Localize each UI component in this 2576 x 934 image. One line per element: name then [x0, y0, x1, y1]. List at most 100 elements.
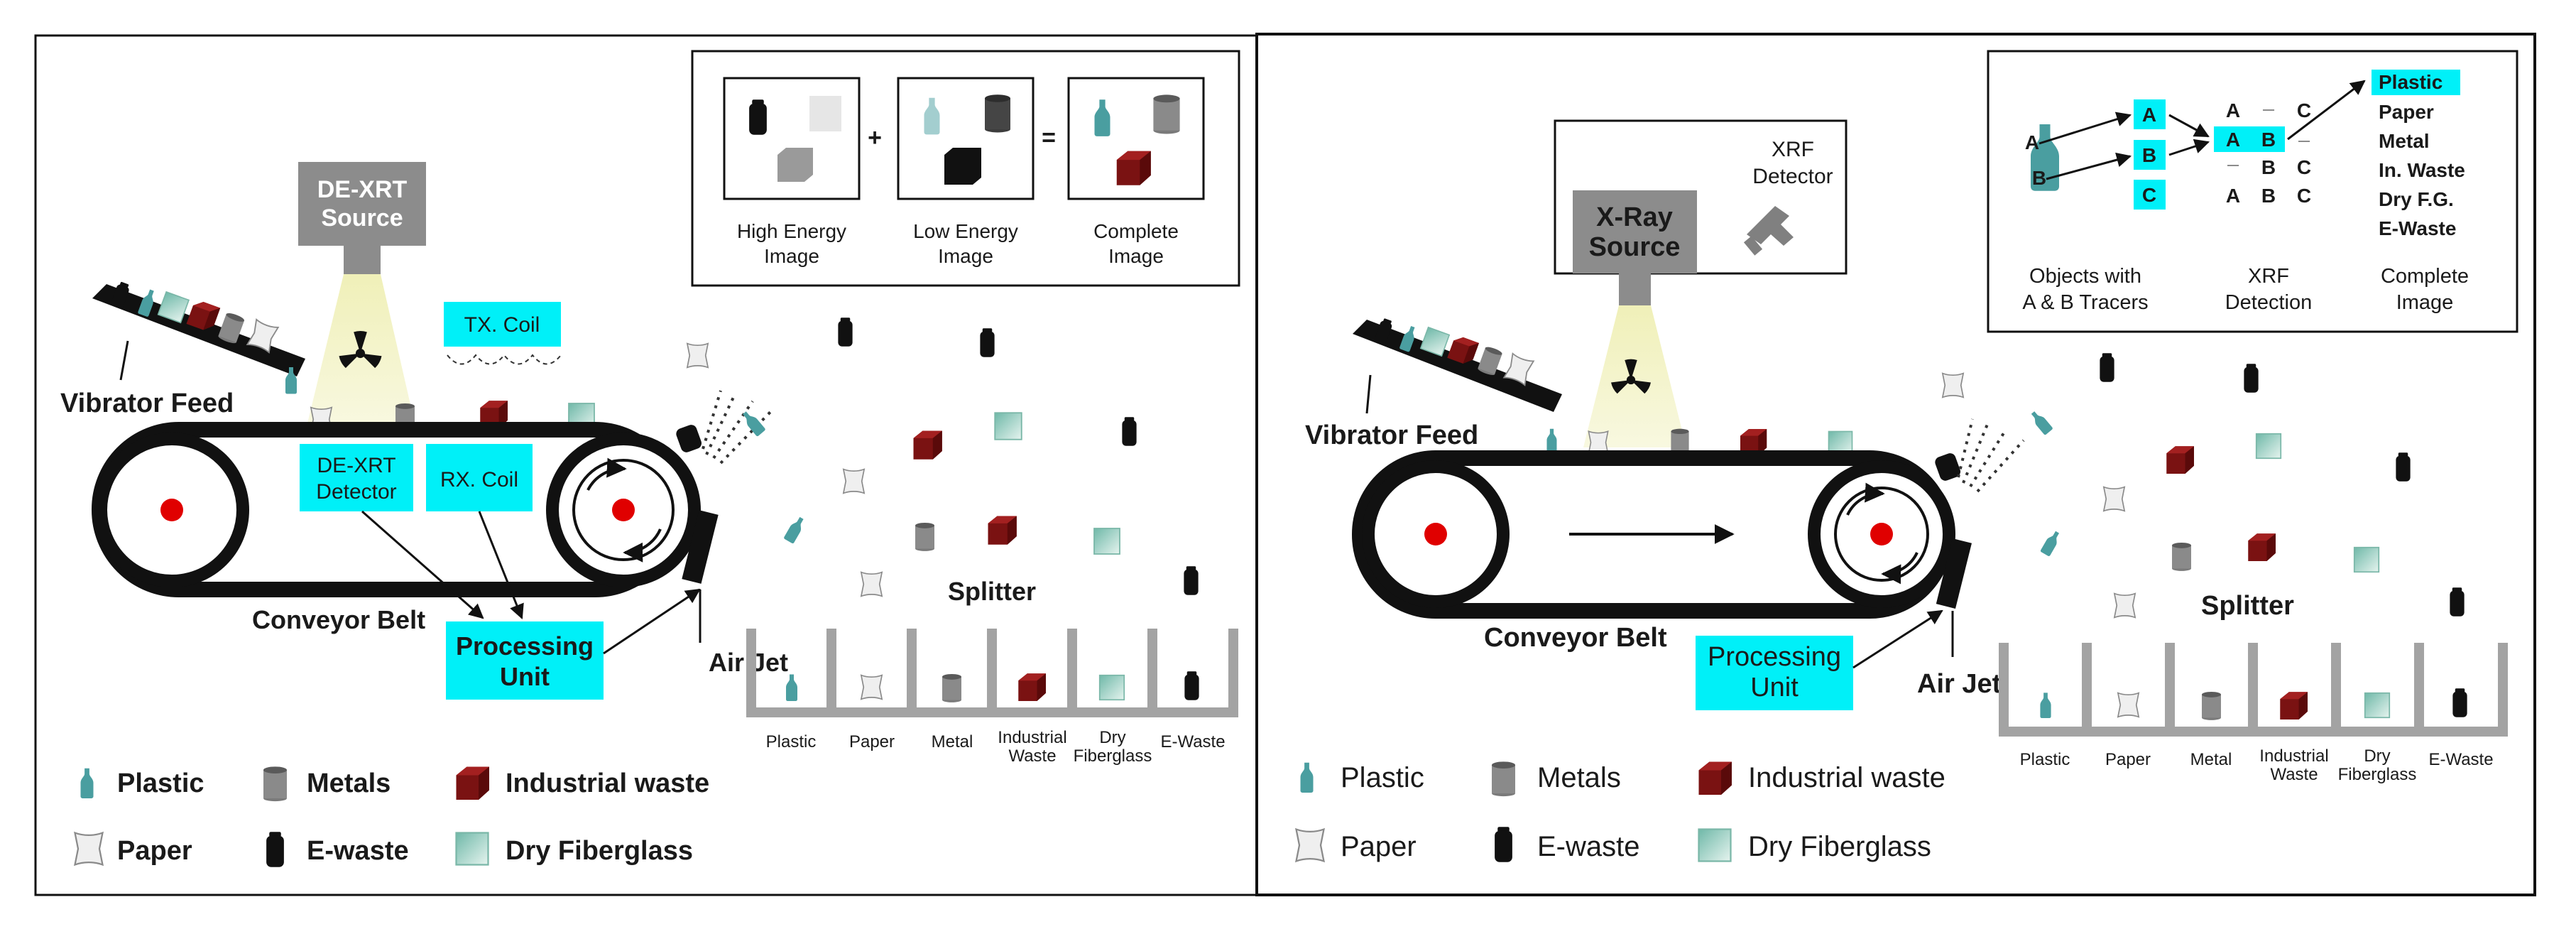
bin-label-plastic-right: Plastic	[2020, 750, 2070, 769]
low-energy-caption: Low Energy	[913, 220, 1018, 242]
tracer-b: B	[2142, 144, 2156, 166]
legend-metals-right: Metals	[1537, 762, 1621, 793]
xray-beam-right	[1583, 305, 1686, 447]
legend-industrial: Industrial waste	[506, 769, 709, 798]
vibrator-feed: Vibrator Feed	[60, 281, 305, 418]
legend-plastic-right: Plastic	[1341, 762, 1424, 793]
class-in-waste: In. Waste	[2379, 159, 2465, 181]
caption-xrf-1: XRF	[2248, 265, 2289, 288]
xray-source-assembly: X-Ray Source XRF Detector	[1554, 119, 1848, 447]
processing-label-1: Processing	[456, 631, 594, 661]
splitter-label: Splitter	[948, 577, 1036, 606]
source-label-line-2: Source	[321, 205, 403, 232]
air-jet-label-right: Air Jet	[1917, 669, 2002, 699]
det-r2-blank: _	[2298, 121, 2310, 143]
det-r1-blank: _	[2262, 90, 2274, 112]
vibrator-feed-right: Vibrator Feed	[1305, 317, 1562, 450]
detector-label-1: DE-XRT	[317, 454, 395, 477]
plus-sign: +	[868, 124, 882, 151]
rx-coil: RX. Coil	[426, 444, 533, 511]
det-r4-b: B	[2261, 185, 2276, 207]
class-ewaste: E-Waste	[2379, 217, 2456, 239]
det-r4-a: A	[2226, 185, 2240, 207]
bin-label-metal-right: Metal	[2190, 750, 2232, 769]
caption-objects-1: Objects with	[2029, 265, 2141, 288]
legend-plastic: Plastic	[117, 769, 204, 798]
conveyor-belt-label-right: Conveyor Belt	[1484, 623, 1667, 653]
xray-source-label-1: X-Ray	[1596, 202, 1673, 232]
legend-fiberglass-right: Dry Fiberglass	[1748, 831, 1931, 862]
xrf-label-2: Detector	[1752, 165, 1833, 188]
processing-unit-right: Processing Unit	[1696, 636, 1853, 710]
bottle-tracer-b: B	[2032, 167, 2046, 189]
legend-metals: Metals	[307, 769, 391, 798]
left-inset: + = High Energy Image Low Energy Image C…	[691, 50, 1240, 287]
bin-label-ewaste: E-Waste	[1160, 732, 1225, 751]
tx-coil-label: TX. Coil	[464, 313, 540, 337]
detector-label-2: Detector	[316, 480, 396, 504]
equals-sign: =	[1042, 124, 1056, 151]
xray-source-label-2: Source	[1589, 232, 1681, 262]
right-inset: A B A B C A _ C A B _ _ B C A	[1987, 50, 2518, 333]
high-energy-caption-2: Image	[764, 245, 819, 267]
metal-can-icon	[1153, 94, 1180, 134]
right-panel: A B A B C A _ C A B _ _ B C A	[1255, 33, 2536, 896]
rx-coil-label: RX. Coil	[440, 468, 518, 492]
tracer-c: C	[2142, 184, 2156, 206]
det-r1-c: C	[2297, 99, 2311, 121]
processing-unit: Processing Unit	[446, 621, 604, 700]
caption-xrf-2: Detection	[2225, 291, 2313, 314]
caption-image-2: Image	[2396, 291, 2454, 314]
grey-cube-icon	[777, 148, 813, 182]
splitter-label-right: Splitter	[2201, 591, 2294, 621]
legend-right: Plastic Metals Industrial waste Paper E-…	[1295, 761, 1945, 862]
processing-label-2: Unit	[500, 662, 550, 691]
class-dry-fg: Dry F.G.	[2379, 188, 2454, 210]
tx-coil: TX. Coil	[444, 302, 562, 365]
complete-image-caption-2: Image	[1108, 245, 1164, 267]
source-label-line-1: DE-XRT	[317, 176, 408, 203]
dark-bottle-icon	[749, 99, 767, 135]
de-xrt-detector: DE-XRT Detector	[300, 444, 413, 511]
legend-paper-right: Paper	[1341, 831, 1417, 862]
right-bins	[1999, 643, 2508, 737]
class-metal: Metal	[2379, 130, 2430, 152]
dark-can-icon	[985, 94, 1010, 133]
det-r3-b: B	[2261, 156, 2276, 178]
bin-label-plastic: Plastic	[766, 732, 817, 751]
bin-label-ewaste-right: E-Waste	[2428, 750, 2493, 769]
caption-image-1: Complete	[2381, 265, 2469, 288]
de-xrt-source: DE-XRT Source	[298, 162, 426, 426]
processing-label-right-1: Processing	[1708, 642, 1841, 672]
tracer-a: A	[2142, 104, 2156, 126]
legend-paper: Paper	[117, 836, 192, 866]
det-r3-blank: _	[2227, 146, 2239, 168]
legend-ewaste: E-waste	[307, 836, 409, 866]
det-r4-c: C	[2297, 185, 2311, 207]
xrf-label-1: XRF	[1772, 138, 1814, 161]
complete-image-caption: Complete	[1093, 220, 1179, 242]
air-jet-right: Air Jet	[1917, 418, 2025, 699]
bin-label-metal: Metal	[932, 732, 973, 751]
caption-objects-2: A & B Tracers	[2022, 291, 2148, 314]
legend-ewaste-right: E-waste	[1537, 831, 1640, 862]
left-panel: + = High Energy Image Low Energy Image C…	[34, 34, 1258, 896]
legend-left: Plastic Metals Industrial waste Paper E-…	[74, 766, 709, 867]
bottle-tracer-a: A	[2025, 131, 2039, 153]
low-energy-caption-2: Image	[938, 245, 993, 267]
processing-label-right-2: Unit	[1750, 673, 1799, 702]
det-r2-a: A	[2226, 129, 2240, 151]
left-bins	[746, 629, 1238, 717]
det-r1-a: A	[2226, 99, 2240, 121]
vibrator-feed-label-right: Vibrator Feed	[1305, 420, 1478, 450]
high-energy-caption: High Energy	[737, 220, 846, 242]
light-can-icon	[809, 96, 841, 131]
legend-industrial-right: Industrial waste	[1748, 762, 1945, 793]
